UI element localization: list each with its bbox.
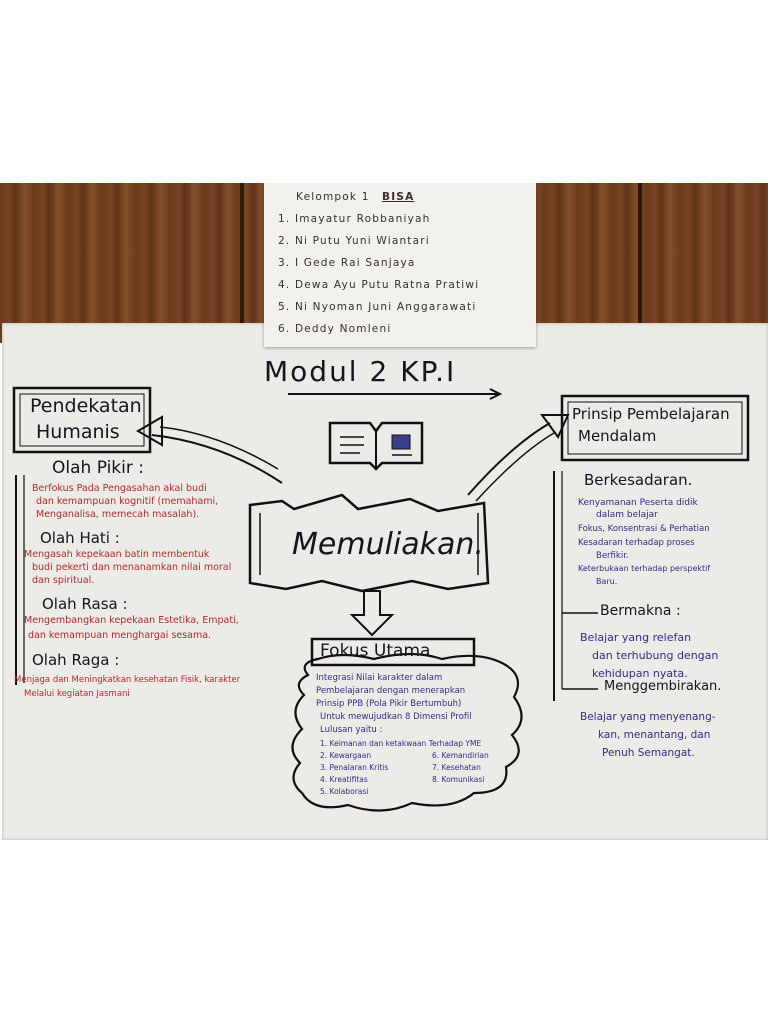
left-line: Melalui kegiatan Jasmani: [24, 689, 130, 699]
right-head-bermakna: Bermakna :: [600, 603, 681, 619]
right-head-berkesadaran: Berkesadaran.: [584, 471, 693, 489]
right-line: dan terhubung dengan: [592, 649, 719, 662]
right-line: dalam belajar: [596, 510, 658, 520]
right-line: Kesadaran terhadap proses: [578, 538, 695, 548]
right-line: Penuh Semangat.: [602, 747, 695, 759]
open-book-icon: [328, 421, 424, 471]
wood-seam: [240, 183, 244, 343]
note-heading-tag: BISA: [382, 191, 415, 203]
focus-line: Lulusan yaitu :: [320, 725, 383, 735]
right-title-line1: Prinsip Pembelajaran: [572, 405, 730, 423]
focus-list-item: 5. Kolaborasi: [320, 787, 369, 796]
note-member: 4. Dewa Ayu Putu Ratna Pratiwi: [278, 279, 480, 291]
right-line: kan, menantang, dan: [598, 729, 711, 741]
left-head-olah-hati: Olah Hati :: [40, 529, 120, 547]
left-head-olah-rasa: Olah Rasa :: [42, 595, 128, 613]
left-line: dan spiritual.: [32, 575, 95, 586]
group-note: Kelompok 1 BISA 1. Imayatur Robbaniyah 2…: [264, 183, 536, 347]
poster-drawing: [12, 386, 750, 812]
focus-line: Pembelajaran dengan menerapkan: [316, 686, 466, 696]
right-head-menggembirakan: Menggembirakan.: [604, 679, 722, 694]
wood-seam: [638, 183, 642, 343]
note-heading: Kelompok 1: [296, 191, 370, 203]
focus-list-item: 2. Kewargaan: [320, 751, 372, 760]
left-head-olah-raga: Olah Raga :: [32, 651, 120, 669]
left-line: Berfokus Pada Pengasahan akal budi: [32, 483, 207, 494]
poster-sheet: Modul 2 KP.I Pendekatan Humanis Prinsip …: [2, 323, 768, 840]
focus-line: Prinsip PPB (Pola Pikir Bertumbuh): [316, 699, 462, 709]
focus-list-item: 8. Komunikasi: [432, 775, 485, 784]
left-line: Menjaga dan Meningkatkan kesehatan Fisik…: [14, 675, 241, 685]
focus-list-item: 3. Penalaran Kritis: [320, 763, 389, 772]
left-line: budi pekerti dan menanamkan nilai moral: [32, 562, 232, 573]
photo: Modul 2 KP.I Pendekatan Humanis Prinsip …: [0, 183, 768, 840]
left-line: Menganalisa, memecah masalah).: [36, 509, 200, 520]
note-member: 2. Ni Putu Yuni Wiantari: [278, 235, 430, 247]
right-line: Baru.: [596, 577, 618, 586]
focus-line: Untuk mewujudkan 8 Dimensi Profil: [320, 712, 472, 722]
right-line: Belajar yang relefan: [580, 631, 692, 644]
left-line: dan kemampuan kognitif (memahami,: [36, 496, 219, 507]
focus-list-item: 6. Kemandirian: [432, 751, 489, 760]
right-line: Fokus, Konsentrasi & Perhatian: [578, 524, 710, 534]
poster-title: Modul 2 KP.I: [264, 355, 457, 388]
note-member: 3. I Gede Rai Sanjaya: [278, 257, 416, 269]
right-line: Belajar yang menyenang-: [580, 711, 716, 723]
left-line: dan kemampuan menghargai sesama.: [28, 630, 212, 641]
left-line: Mengembangkan kepekaan Estetika, Empati,: [24, 615, 239, 626]
right-line: Keterbukaan terhadap perspektif: [578, 564, 711, 573]
right-line: Kenyamanan Peserta didik: [578, 498, 698, 508]
left-title-line1: Pendekatan: [30, 395, 142, 417]
right-line: Berfikir.: [596, 551, 629, 561]
right-line: kehidupan nyata.: [592, 667, 688, 680]
note-member: 1. Imayatur Robbaniyah: [278, 213, 431, 225]
left-head-olah-pikir: Olah Pikir :: [52, 458, 144, 478]
focus-line: Integrasi Nilai karakter dalam: [316, 673, 443, 683]
left-title-line2: Humanis: [36, 421, 120, 443]
note-member: 6. Deddy Nomleni: [278, 323, 392, 335]
right-title-line2: Mendalam: [578, 427, 657, 445]
focus-list-item: 1. Keimanan dan ketakwaan Terhadap YME: [320, 739, 482, 748]
focus-list-item: 4. Kreatifitas: [320, 775, 368, 784]
note-member: 5. Ni Nyoman Juni Anggarawati: [278, 301, 477, 313]
left-line: Mengasah kepekaan batin membentuk: [24, 549, 210, 560]
focus-list-item: 7. Kesehatan: [432, 763, 481, 772]
focus-title: Fokus Utama: [320, 641, 431, 661]
center-label: Memuliakan.: [292, 527, 484, 562]
